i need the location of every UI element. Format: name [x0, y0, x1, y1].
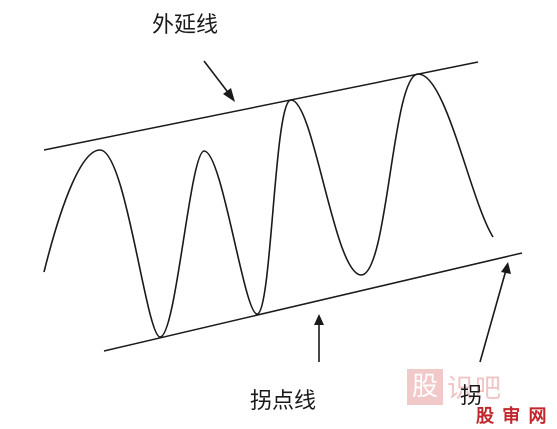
arrow-inflection-line-right: [479, 269, 507, 363]
oscillating-wave: [43, 73, 494, 338]
upper-boundary-line: [43, 61, 479, 151]
watermark-box: 股: [407, 368, 443, 405]
lower-boundary-line: [103, 252, 523, 352]
arrowhead-outer-line: [223, 88, 235, 102]
watermark-text: 识吧: [447, 374, 504, 404]
watermark-subtext: 股 审 网: [476, 406, 548, 427]
arrowhead-inflection-line-right: [501, 262, 511, 274]
label-inflection-line-right: 拐: [460, 384, 483, 409]
watermark-logo: 股 识吧: [407, 368, 503, 405]
label-outer-line: 外延线: [152, 13, 219, 38]
label-inflection-line: 拐点线: [250, 389, 317, 414]
arrowhead-inflection-line: [314, 314, 324, 325]
arrow-outer-line: [203, 60, 231, 96]
